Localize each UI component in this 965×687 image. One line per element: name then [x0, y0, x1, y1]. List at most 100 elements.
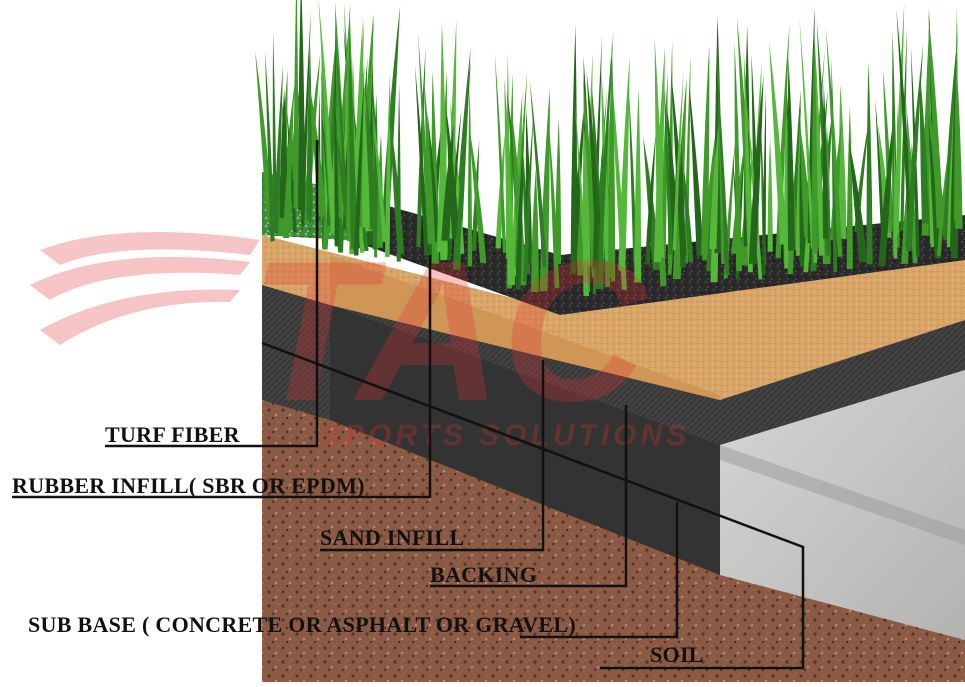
- turf-fiber-blade: [949, 21, 958, 251]
- label-backing: BACKING: [430, 562, 538, 587]
- turf-fiber-blade: [354, 79, 365, 256]
- turf-fiber-blade: [389, 110, 404, 254]
- turf-fiber-blade: [318, 0, 335, 218]
- leader-line-sub-base: [520, 502, 679, 639]
- turf-fiber-blade: [767, 138, 773, 252]
- turf-fiber-blade: [467, 85, 473, 267]
- watermark-logo: TAC SPORTS SOLUTIONS: [30, 220, 686, 452]
- turf-fiber-blade: [645, 134, 656, 265]
- turf-fiber-blade: [787, 57, 795, 251]
- turf-fiber-blade: [570, 25, 578, 262]
- sand-infill-layer: [262, 235, 965, 400]
- turf-fiber-blade: [743, 49, 753, 273]
- turf-fiber-blade: [362, 102, 370, 228]
- turf-fiber-blade: [748, 75, 764, 264]
- turf-fiber-blade: [848, 140, 868, 262]
- turf-fiber-blade: [334, 27, 349, 231]
- turf-fiber-blade: [954, 65, 963, 229]
- turf-fiber-blade: [358, 14, 375, 228]
- turf-fiber-blade: [825, 27, 843, 257]
- turf-fiber-blade: [381, 5, 401, 225]
- turf-fiber-blade: [846, 106, 853, 270]
- turf-fiber-blade: [265, 50, 275, 242]
- turf-fiber-blade: [515, 130, 524, 290]
- turf-fiber-blade: [301, 9, 311, 227]
- turf-fiber-blade: [928, 7, 944, 226]
- turf-fiber-blade: [882, 68, 894, 232]
- turf-fiber-blade: [942, 32, 958, 237]
- label-sand-infill: SAND INFILL: [320, 525, 465, 550]
- backing-layer-front: [330, 305, 720, 575]
- turf-fiber-blade: [298, 0, 306, 211]
- turf-fiber-blade: [531, 168, 539, 293]
- turf-fiber-blade: [811, 30, 818, 255]
- turf-fiber-blade: [799, 18, 815, 249]
- sand-infill-front: [330, 255, 720, 400]
- concrete-edge-line: [720, 445, 965, 545]
- leader-lines: [12, 140, 805, 670]
- turf-fiber-blade: [893, 2, 905, 235]
- turf-fiber-blade: [384, 72, 391, 257]
- turf-fiber-blade: [529, 80, 547, 268]
- leader-line-backing: [430, 405, 628, 588]
- turf-fiber-blade: [610, 138, 616, 282]
- turf-fiber-blade: [293, 0, 299, 209]
- turf-fiber-blade: [273, 64, 283, 234]
- turf-fiber-blade: [919, 72, 930, 224]
- turf-fiber-blade: [609, 54, 627, 290]
- turf-fiber-blade: [494, 53, 507, 253]
- leader-line-turf-fiber: [105, 140, 319, 448]
- turf-fiber-blade: [769, 41, 788, 245]
- turf-fiber-blade: [283, 87, 295, 239]
- turf-fiber-blade: [814, 30, 825, 256]
- turf-fiber-blade: [436, 103, 445, 253]
- turf-fiber-blade: [701, 44, 710, 256]
- turf-fiber-blade: [936, 146, 949, 257]
- turf-fiber-blade: [555, 118, 562, 265]
- watermark-text: TAC: [250, 220, 649, 443]
- turf-fiber-blade: [598, 132, 604, 288]
- turf-fiber-blade: [762, 90, 767, 275]
- turf-fiber-blade: [866, 61, 873, 265]
- turf-fiber-blade: [446, 107, 460, 239]
- turf-fiber-blade: [306, 45, 313, 220]
- turf-fiber-blade: [663, 80, 673, 255]
- turf-fiber-blade: [654, 38, 665, 258]
- leader-line-soil: [261, 341, 805, 670]
- label-turf-fiber: TURF FIBER: [105, 422, 240, 447]
- concrete-slab: [720, 370, 965, 640]
- turf-fiber-blade: [734, 41, 742, 271]
- rubber-infill-layer: [262, 175, 965, 315]
- turf-fiber-blade: [822, 83, 829, 239]
- turf-fiber-blade: [634, 87, 642, 283]
- turf-fiber-blade: [928, 44, 941, 229]
- turf-fibers: [255, 0, 963, 297]
- turf-fiber-blade: [427, 112, 440, 242]
- turf-fiber-blade: [272, 30, 277, 217]
- label-soil: SOIL: [650, 642, 704, 667]
- label-rubber-infill: RUBBER INFILL( SBR OR EPDM): [12, 473, 365, 498]
- turf-fiber-blade: [468, 123, 487, 264]
- turf-fiber-blade: [424, 85, 435, 244]
- turf-fiber-blade: [349, 32, 358, 254]
- turf-fiber-blade: [504, 78, 516, 286]
- leader-line-sand-infill: [320, 360, 545, 552]
- turf-fiber-blade: [414, 66, 429, 256]
- turf-fiber-blade: [523, 115, 534, 282]
- turf-fiber-blade: [716, 64, 730, 275]
- turf-fiber-blade: [455, 58, 471, 257]
- soil-layer: [262, 395, 965, 682]
- turf-fiber-blade: [689, 88, 703, 257]
- turf-fiber-blade: [279, 89, 288, 218]
- turf-fiber-blade: [906, 43, 924, 252]
- turf-fiber-blade: [672, 71, 684, 251]
- turf-fiber-blade: [838, 84, 847, 239]
- leader-line-rubber-infill: [12, 255, 432, 499]
- turf-fiber-blade: [875, 99, 885, 242]
- label-sub-base: SUB BASE ( CONCRETE OR ASPHALT OR GRAVEL…: [28, 612, 576, 637]
- turf-fiber-blade: [709, 121, 719, 250]
- turf-fiber-blade: [574, 98, 589, 295]
- turf-fiber-blade: [372, 93, 379, 250]
